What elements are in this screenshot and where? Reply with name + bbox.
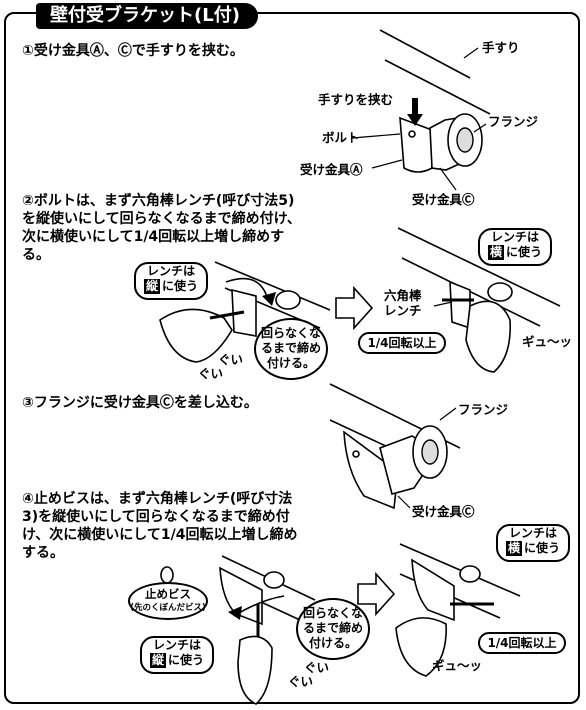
fig2-right-illustration	[397, 227, 561, 373]
fig2-gui-2: ぐい	[198, 366, 224, 381]
fig4-gyu-label: ギュ～ッ	[432, 658, 483, 673]
fig1-bracket-c-label: 受け金具Ⓒ	[412, 192, 475, 207]
step-1-text: ①受け金具Ⓐ、Ⓒで手すりを挟む。	[22, 43, 244, 59]
fig2-hex-wrench-label: 六角棒 レンチ	[384, 288, 422, 318]
fig2-wrench-vertical-bubble: レンチは 縦に使う	[134, 262, 208, 300]
fig4-left-illustration	[160, 555, 316, 705]
fig3-bracket-c-label: 受け金具Ⓒ	[412, 504, 475, 519]
fig3-illustration	[329, 383, 461, 510]
fig1-bracket-a-label: 受け金具Ⓐ	[300, 162, 363, 177]
fig1-flange-label: フランジ	[488, 114, 539, 129]
fig1-handrail-label: 手すり	[482, 40, 520, 55]
fig2-wrench-horizontal-bubble: レンチは 横に使う	[478, 228, 552, 266]
step-2-text: ②ボルトは、まず六角棒レンチ(呼び寸法5)を縦使いにして回らなくなるまで締め付け…	[22, 193, 301, 263]
fig2-next-arrow	[335, 285, 374, 331]
fig4-gui-2: ぐい	[288, 674, 314, 689]
fig4-gui-1: ぐい	[304, 660, 330, 675]
fig4-next-arrow	[357, 571, 396, 617]
fig4-right-illustration	[395, 543, 521, 677]
step-3-text: ③フランジに受け金具Ⓒを差し込む。	[22, 395, 258, 411]
fig1-bolt-label: ボルト	[322, 130, 360, 145]
fig4-until-tight-bubble: 回らなくな るまで締め 付ける。	[296, 598, 370, 660]
fig2-gui-1: ぐい	[218, 352, 244, 367]
fig1-illustration	[379, 29, 491, 173]
fig2-gyu-label: ギュ～ッ	[522, 334, 573, 349]
fig1-pinch-label: 手すりを挟む	[318, 92, 394, 107]
fig4-wrench-horizontal-bubble: レンチは 横に使う	[496, 524, 570, 562]
fig4-quarter-turn-bubble: 1/4回転以上	[478, 632, 566, 654]
fig2-quarter-turn-bubble: 1/4回転以上	[358, 332, 446, 354]
fig4-screw-bubble: 止めビス (先のくぼんだビス)	[128, 582, 208, 620]
fig2-until-tight-bubble: 回らなくな るまで締め 付ける。	[254, 318, 328, 380]
page-title: 壁付受ブラケット(L付)	[36, 3, 258, 29]
step-4-text: ④止めビスは、まず六角棒レンチ(呼び寸法3)を縦使いにして回らなくなるまで締め付…	[22, 491, 298, 561]
fig4-wrench-vertical-bubble: レンチは 縦に使う	[140, 636, 214, 674]
instruction-frame	[4, 12, 580, 704]
fig3-flange-label: フランジ	[458, 402, 509, 417]
